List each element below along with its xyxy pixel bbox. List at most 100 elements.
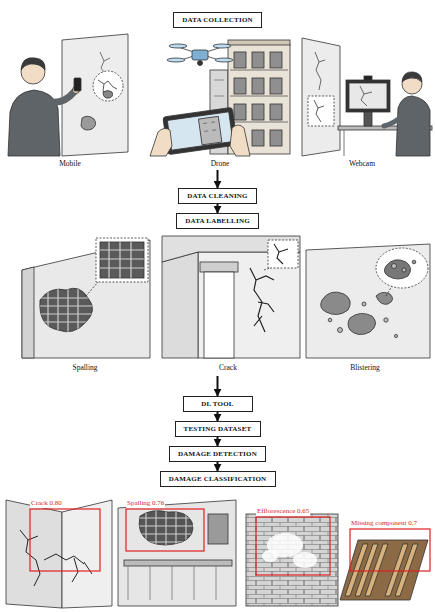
crack-scene xyxy=(250,268,274,332)
blistering-scene xyxy=(394,334,397,337)
spalling-scene xyxy=(22,238,150,358)
drone-scene xyxy=(213,44,231,48)
drone-scene xyxy=(252,104,264,120)
drone-scene xyxy=(169,44,187,48)
spalling-scene xyxy=(38,286,92,334)
crack-detection-scene xyxy=(6,500,112,608)
crack-detection-scene xyxy=(62,500,112,608)
box-label: DAMAGE DETECTION xyxy=(177,450,258,458)
drone-scene xyxy=(163,107,238,154)
box-label: TESTING DATASET xyxy=(183,425,253,433)
drone-scene xyxy=(234,52,246,68)
drone-scene xyxy=(167,112,233,150)
mobile-scene xyxy=(93,71,123,101)
drone-scene xyxy=(167,58,185,62)
spalling-scene xyxy=(100,242,144,278)
drone-scene xyxy=(252,130,264,146)
drone-scene xyxy=(150,40,290,156)
crack-scene xyxy=(204,272,234,358)
drone-scene xyxy=(270,104,282,120)
webcam-scene xyxy=(302,38,432,156)
detection-label: Efflorescence 0.65 xyxy=(256,507,310,516)
blistering-scene xyxy=(362,302,366,306)
drone-scene xyxy=(214,80,224,112)
crack-detection-scene xyxy=(20,530,92,586)
drone-scene xyxy=(230,125,250,156)
crack-scene xyxy=(274,244,288,264)
detection-label: Spalling 0.76 xyxy=(126,499,165,508)
process-box: DL TOOL xyxy=(183,396,253,412)
process-box: TESTING DATASET xyxy=(175,421,261,437)
ground xyxy=(0,26,435,170)
spalling-scene xyxy=(22,240,150,358)
spalling-scene xyxy=(38,286,92,334)
detection-label: Missing component 0.7 xyxy=(350,519,418,528)
process-box: DATA CLEANING xyxy=(178,188,257,204)
spalling-scene xyxy=(86,282,98,296)
drone-scene xyxy=(270,52,282,68)
webcam-scene xyxy=(402,72,422,82)
efflorescence-detection-scene xyxy=(246,514,338,606)
blistering-scene xyxy=(392,264,397,269)
webcam-scene xyxy=(315,52,325,90)
drone-scene xyxy=(230,70,288,122)
spalling-detection-scene xyxy=(126,509,204,551)
drone-scene xyxy=(270,78,282,94)
drone-scene xyxy=(228,40,290,45)
detection-label: Crack 0.80 xyxy=(30,499,63,508)
image-caption: Drone xyxy=(210,159,231,168)
flow-arrow xyxy=(217,437,219,446)
process-box: DATA LABELLING xyxy=(176,213,259,229)
drone-scene xyxy=(234,78,246,94)
missing-component-scene xyxy=(340,540,428,600)
crack-scene xyxy=(264,268,270,270)
webcam-scene xyxy=(364,112,372,126)
missing-component-scene xyxy=(395,544,418,596)
box-label: DATA LABELLING xyxy=(184,217,251,225)
blistering-scene xyxy=(384,260,410,279)
box-label: DL TOOL xyxy=(191,400,245,408)
ground xyxy=(0,227,435,376)
blistering-scene xyxy=(384,318,388,322)
webcam-scene xyxy=(396,96,430,156)
missing-component-scene xyxy=(365,544,388,596)
blistering-scene xyxy=(376,292,393,304)
spalling-detection-scene xyxy=(130,508,200,552)
webcam-scene xyxy=(364,76,372,80)
spalling-detection-scene xyxy=(130,508,200,552)
mobile-scene xyxy=(50,92,74,102)
blistering-scene xyxy=(402,268,406,272)
flow-arrow xyxy=(217,204,219,213)
drone-scene xyxy=(198,61,203,66)
webcam-scene xyxy=(349,83,387,109)
process-box: DATA COLLECTION xyxy=(173,12,262,28)
box-label: DATA COLLECTION xyxy=(181,16,254,24)
blistering-scene xyxy=(306,244,430,358)
crack-scene xyxy=(162,252,198,358)
webcam-scene xyxy=(384,118,400,126)
mobile-scene xyxy=(81,116,96,130)
webcam-scene xyxy=(360,86,372,106)
flow-arrow xyxy=(217,462,219,471)
mobile-scene xyxy=(8,34,128,156)
missing-component-scene xyxy=(340,529,430,600)
box-label: DAMAGE CLASSIFICATION xyxy=(168,475,268,483)
blistering-scene xyxy=(306,244,430,358)
image-caption: Spalling xyxy=(71,363,98,372)
image-caption: Crack xyxy=(218,363,238,372)
spalling-scene xyxy=(96,238,148,282)
webcam-scene xyxy=(302,38,340,156)
crack-detection-scene xyxy=(30,509,100,571)
efflorescence-detection-scene xyxy=(262,550,278,562)
drone-scene xyxy=(150,128,172,156)
webcam-scene xyxy=(314,100,324,122)
efflorescence-detection-scene xyxy=(293,552,317,568)
flow-arrow xyxy=(217,412,219,421)
webcam-scene xyxy=(346,80,390,112)
crack-scene xyxy=(268,240,298,268)
efflorescence-detection-scene xyxy=(256,517,330,575)
mobile-scene xyxy=(74,78,81,91)
drone-scene xyxy=(163,107,238,154)
blistering-scene xyxy=(348,313,376,334)
